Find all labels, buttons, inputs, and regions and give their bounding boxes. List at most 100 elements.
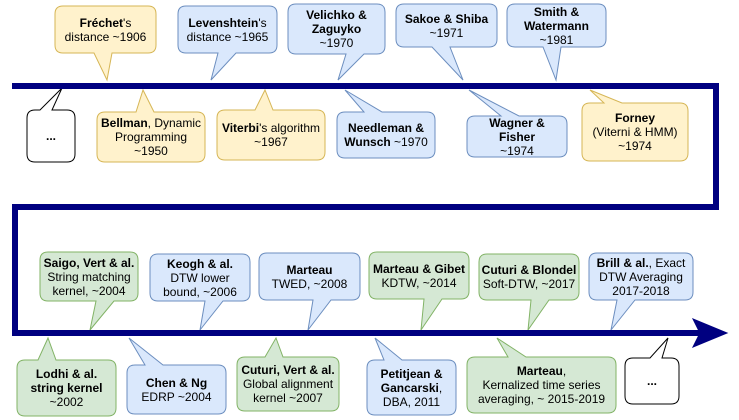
callout-name: Levenshtein — [188, 15, 259, 30]
callout-cuturi-vert[interactable]: Cuturi, Vert & al.Global alignment kerne… — [237, 357, 339, 411]
callout-name: Forney — [614, 111, 655, 125]
callout-velichko[interactable]: Velichko & Zaguyko~1970 — [288, 4, 385, 54]
callout-name: Marteau — [516, 364, 563, 378]
callout-shape-smith — [506, 3, 607, 82]
callout-detail: DBA, 2011 — [382, 394, 441, 409]
callout-needleman[interactable]: Needleman & Wunsch ~1970 — [337, 112, 435, 158]
callout-detail: distance ~1906 — [64, 29, 147, 44]
callout-name: Cuturi & Blondel — [481, 263, 577, 277]
callout-name: Saigo, Vert & al. — [43, 255, 135, 270]
callout-detail: EDRP ~2004 — [141, 389, 212, 404]
callout-detail: Programming ~1950 — [114, 130, 188, 158]
callout-suffix: , — [562, 364, 567, 378]
callout-name: ... — [646, 374, 657, 388]
callout-lodhi[interactable]: Lodhi & al. string kernel~2002 — [17, 360, 116, 416]
callout-detail: ~2002 — [49, 395, 84, 409]
callout-suffix: 's algorithm — [259, 121, 321, 135]
callout-saigo[interactable]: Saigo, Vert & al.String matching kernel,… — [40, 252, 138, 301]
callout-shape-cuturi-vert — [236, 336, 340, 412]
callout-shape-marteau-krn — [466, 337, 617, 414]
callout-detail: Soft-DTW, ~2017 — [482, 277, 576, 291]
callout-ellipsis-1: ... — [27, 110, 75, 162]
callout-petitjean[interactable]: Petitjean & Gancarski,DBA, 2011 — [367, 360, 456, 415]
callout-detail: String matching kernel, ~2004 — [47, 269, 131, 298]
callout-detail: DTW lower bound, ~2006 — [163, 270, 237, 299]
callout-detail: KDTW, ~2014 — [381, 275, 457, 290]
callout-name: Chen & Ng — [145, 375, 208, 390]
callout-sakoe[interactable]: Sakoe & Shiba~1971 — [396, 4, 497, 47]
callout-shape-marteau-twed — [258, 252, 361, 331]
callout-name: ... — [45, 129, 56, 143]
callout-name: Needleman & Wunsch — [344, 121, 425, 149]
callout-name: Petitjean & Gancarski — [380, 366, 443, 395]
callout-smith[interactable]: Smith & Watermann~1981 — [507, 4, 606, 47]
callout-shape-saigo — [39, 251, 139, 331]
callout-detail: ~1971 — [429, 25, 464, 40]
callout-name: Brill & al. — [596, 255, 649, 270]
callout-suffix: , Exact — [648, 255, 686, 270]
timeline-line — [12, 83, 729, 348]
callout-forney[interactable]: Forney(Viterni & HMM) ~1974 — [582, 103, 688, 161]
callout-name: Smith & Watermann — [524, 4, 589, 33]
callout-shape-frechet — [54, 5, 157, 82]
callout-detail: ~1981 — [539, 32, 574, 47]
callout-shape-ellipsis-1 — [26, 87, 76, 163]
callout-name: Fréchet — [79, 15, 124, 30]
callout-shape-viterbi — [216, 88, 326, 161]
callout-name: Wagner & Fisher — [489, 115, 545, 144]
callout-name: Marteau & Gibet — [372, 261, 465, 276]
callout-name: Keogh & al. — [166, 256, 233, 271]
callout-shape-petitjean — [366, 337, 457, 416]
callout-detail: ~1970 — [390, 135, 428, 149]
callout-detail: Kernalized time series averaging, ~ 2015… — [477, 378, 606, 406]
callout-shape-needleman — [336, 89, 436, 159]
callout-detail: ~1974 — [500, 143, 534, 158]
callout-suffix: , Dynamic — [147, 116, 202, 130]
callout-detail: DTW Averaging 2017-2018 — [599, 269, 683, 298]
callout-name: Bellman — [100, 116, 148, 130]
callout-shape-forney — [581, 89, 689, 162]
callout-detail: ~1967 — [254, 135, 288, 149]
callout-name: Lodhi & al. string kernel — [30, 367, 103, 395]
callout-name: Velichko & Zaguyko — [306, 8, 367, 36]
callout-shape-wagner — [466, 89, 568, 158]
callout-shape-lodhi — [16, 336, 117, 417]
callout-shape-sakoe — [395, 3, 498, 81]
callout-suffix: 's — [123, 15, 132, 30]
callout-suffix: , — [438, 380, 443, 395]
callout-viterbi[interactable]: Viterbi's algorithm~1967 — [217, 110, 325, 160]
callout-shape-ellipsis-2 — [624, 337, 680, 405]
callout-ellipsis-2: ... — [625, 358, 679, 404]
callout-keogh[interactable]: Keogh & al.DTW lower bound, ~2006 — [150, 254, 250, 301]
callout-shape-keogh — [149, 253, 251, 331]
callout-shape-velichko — [287, 3, 386, 81]
timeline-path — [12, 83, 719, 336]
callout-shape-chen — [126, 337, 227, 415]
callout-wagner[interactable]: Wagner & Fisher ~1974 — [467, 115, 567, 158]
callout-detail: ~1970 — [319, 36, 354, 50]
callout-shape-levenshtein — [177, 5, 278, 81]
callout-detail: (Viterni & HMM) ~1974 — [592, 125, 678, 153]
callout-name: Cuturi, Vert & al. — [241, 363, 335, 377]
callout-name: Marteau — [286, 262, 333, 277]
callout-shape-cuturi-blondel — [478, 253, 580, 332]
callout-detail: distance ~1965 — [186, 29, 269, 44]
callout-name: Viterbi — [221, 121, 260, 135]
callout-shape-bellman — [96, 88, 206, 163]
callout-name: Sakoe & Shiba — [404, 11, 489, 26]
callout-suffix: 's — [258, 15, 267, 30]
callout-shape-marteau-gibet — [368, 251, 470, 331]
callout-marteau-krn[interactable]: Marteau,Kernalized time series averaging… — [467, 357, 616, 413]
callout-shapes — [16, 3, 694, 417]
callout-shape-brill — [588, 252, 694, 331]
